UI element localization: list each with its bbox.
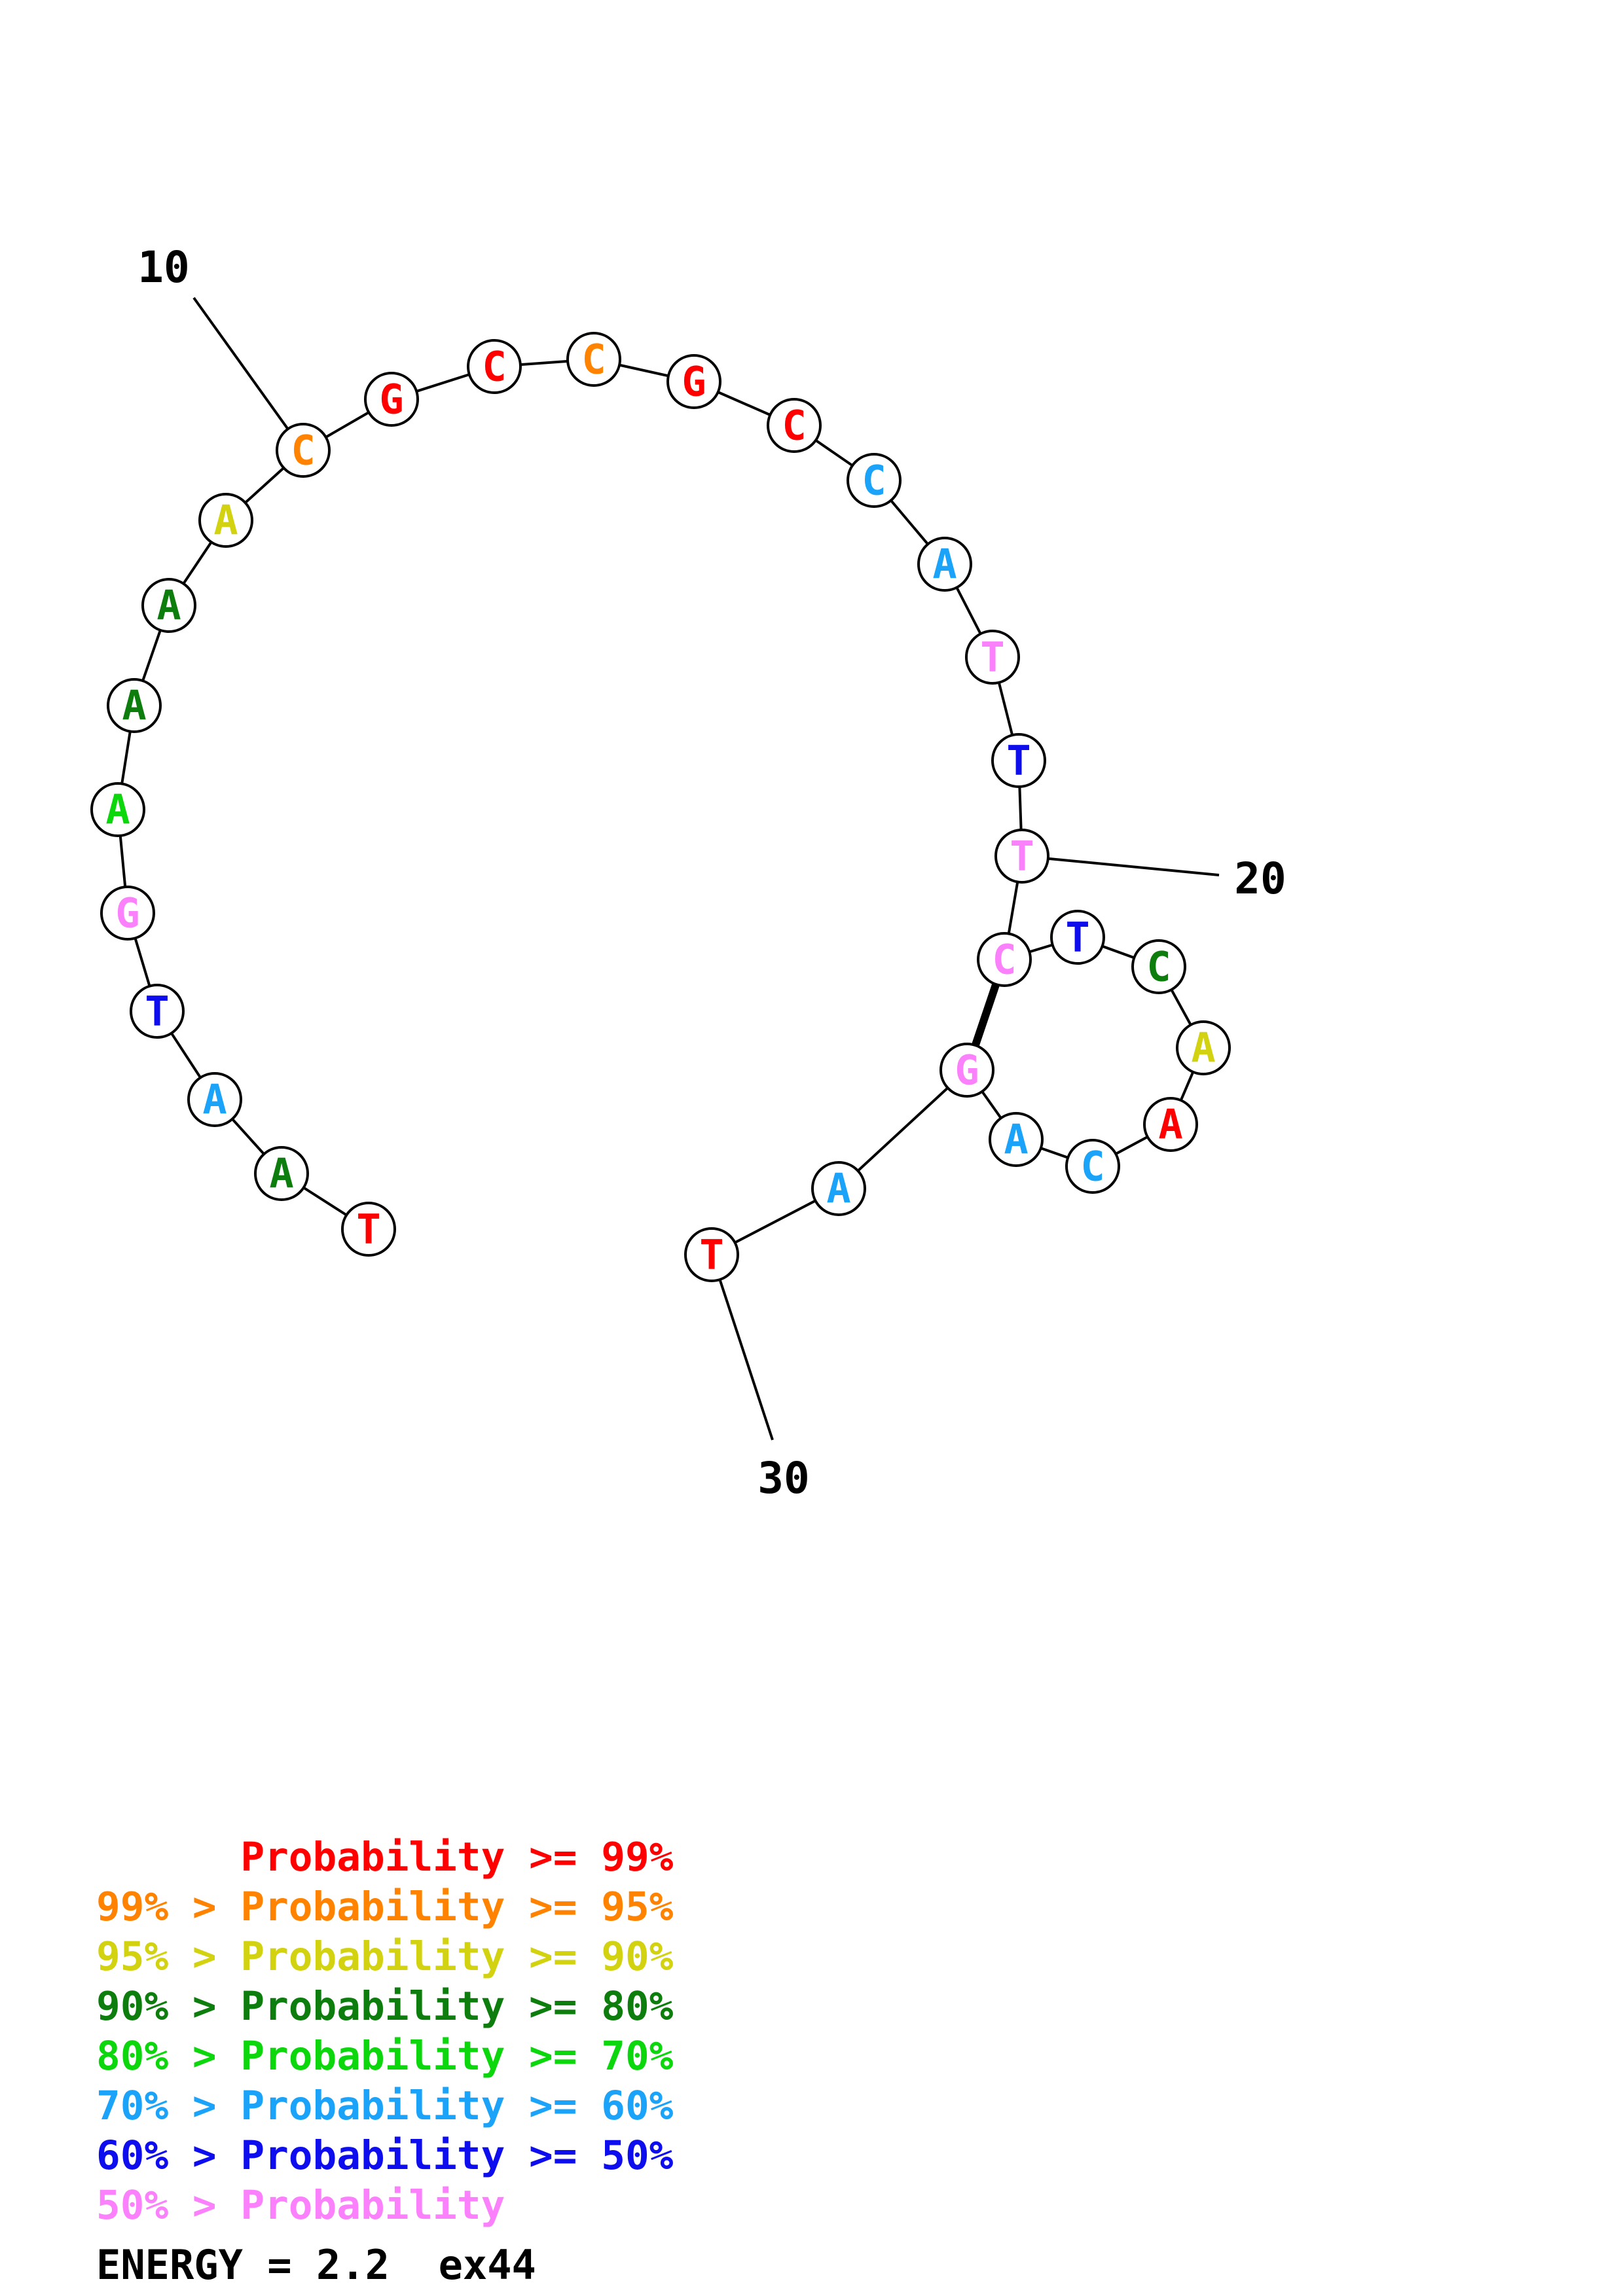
nucleotide-circle (566, 332, 621, 387)
nucleotide-letter: A (932, 541, 957, 588)
nucleotide-circle (994, 829, 1049, 884)
nucleotide-circle (254, 1146, 309, 1201)
nucleotide-letter: A (826, 1165, 850, 1213)
nucleotide-letter: G (379, 376, 403, 423)
nucleotide-letter: T (1006, 737, 1030, 785)
nucleotide-circle (198, 493, 253, 548)
nucleotide-letter: A (202, 1076, 227, 1124)
nucleotide-circle (917, 537, 972, 592)
nucleotide-circle (811, 1161, 866, 1216)
nucleotide-circle (977, 932, 1032, 987)
number-leader-line (192, 296, 304, 452)
number-leader-line (1021, 855, 1220, 876)
nucleotide-letter: C (291, 427, 315, 475)
nucleotide-circle (276, 423, 331, 478)
nucleotide-letter: C (862, 457, 886, 505)
sequence-number-label: 30 (757, 1453, 809, 1503)
nucleotide-circle (767, 398, 822, 453)
legend-row: 80% > Probability >= 70% (96, 2033, 674, 2079)
nucleotide-circle (666, 354, 721, 409)
nucleotide-circle (989, 1112, 1044, 1167)
nucleotide-circle (1143, 1097, 1198, 1152)
legend-row: 90% > Probability >= 80% (96, 1983, 674, 2030)
legend-row: 60% > Probability >= 50% (96, 2132, 674, 2179)
sequence-number-label: 20 (1234, 853, 1286, 904)
nucleotide-letter: A (105, 786, 130, 834)
legend-row: 95% > Probability >= 90% (96, 1933, 674, 1980)
nucleotide-circle (100, 886, 155, 941)
nucleotide-letter: G (955, 1047, 979, 1094)
nucleotide-letter: T (699, 1231, 723, 1279)
nucleotide-letter: T (1010, 833, 1034, 880)
nucleotide-letter: A (1004, 1116, 1028, 1164)
nucleotide-circle (939, 1043, 994, 1098)
nucleotide-letter: A (1158, 1101, 1182, 1149)
nucleotide-circle (187, 1072, 242, 1127)
nucleotide-circle (1131, 939, 1186, 994)
nucleotide-circle (130, 984, 185, 1039)
nucleotide-letter: T (145, 988, 169, 1035)
nucleotide-letter: A (213, 497, 238, 545)
nucleotide-letter: A (269, 1150, 293, 1198)
nucleotide-letter: T (980, 634, 1004, 681)
nucleotide-letter: A (1191, 1024, 1215, 1072)
probability-legend: Probability >= 99%99% > Probability >= 9… (96, 1833, 673, 2231)
nucleotide-circle (991, 733, 1046, 788)
nucleotide-circle (467, 339, 522, 394)
nucleotide-letter: C (1080, 1143, 1104, 1191)
nucleotide-circle (1065, 1139, 1120, 1194)
sequence-number-label: 10 (137, 242, 189, 293)
nucleotide-letter: T (1065, 914, 1089, 961)
nucleotide-circle (684, 1227, 739, 1282)
nucleotide-letter: C (782, 402, 806, 450)
nucleotide-letter: T (356, 1206, 380, 1253)
nucleotide-letter: C (992, 936, 1016, 984)
nucleotide-circle (107, 678, 162, 733)
nucleotide-circle (965, 630, 1020, 685)
nucleotide-letter: C (581, 336, 606, 384)
nucleotide-letter: C (482, 343, 506, 391)
nucleotide-letter: C (1146, 943, 1171, 991)
nucleotide-circle (847, 453, 902, 508)
backbone-segment (837, 1069, 968, 1190)
legend-row: Probability >= 99% (96, 1834, 674, 1880)
nucleotide-letter: A (156, 582, 181, 630)
legend-row: 70% > Probability >= 60% (96, 2083, 674, 2129)
nucleotide-circle (90, 782, 145, 837)
nucleotide-circle (141, 578, 196, 633)
nucleotide-circle (341, 1202, 396, 1257)
nucleotide-letter: A (122, 682, 146, 730)
nucleotide-letter: G (115, 889, 139, 937)
legend-row: 99% > Probability >= 95% (96, 1884, 674, 1930)
nucleotide-circle (364, 372, 419, 427)
legend-row: 50% > Probability (96, 2182, 505, 2229)
nucleotide-letter: G (682, 358, 706, 406)
nucleotide-circle (1050, 910, 1105, 965)
energy-text: ENERGY = 2.2 ex44 (96, 2241, 536, 2289)
nucleotide-circle (1176, 1020, 1231, 1075)
number-leader-line (710, 1254, 774, 1441)
